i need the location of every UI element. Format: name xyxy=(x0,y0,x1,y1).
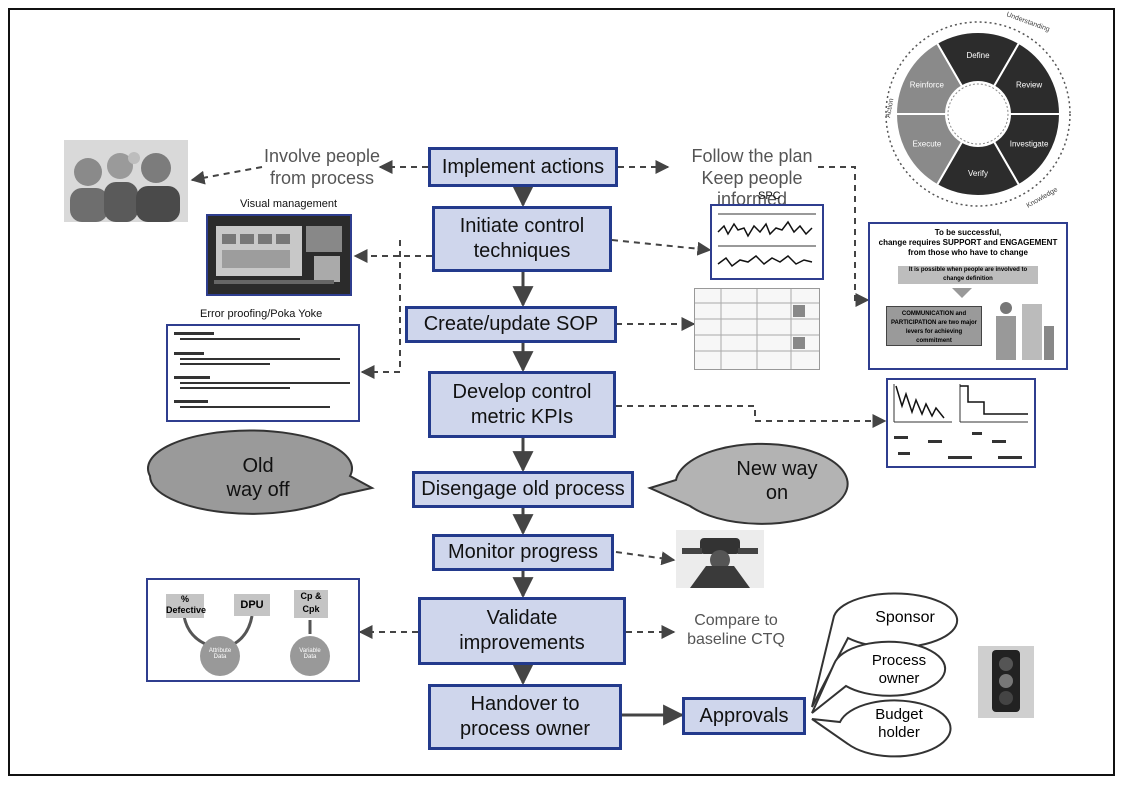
sop-document-image xyxy=(694,288,820,370)
change-slide-box2: COMMUNICATION and PARTICIPATION are two … xyxy=(886,306,982,346)
dash-error-proof xyxy=(360,240,401,379)
approver-budget-holder: Budget holder xyxy=(875,706,923,741)
measure-attribute-data: Attribute Data xyxy=(208,648,232,660)
label-follow-plan: Follow the plan Keep people informed xyxy=(691,146,813,210)
change-slide: To be successful, change requires SUPPOR… xyxy=(868,222,1068,370)
step-disengage-old: Disengage old process xyxy=(412,471,634,508)
traffic-light-photo xyxy=(978,646,1034,718)
change-slide-title: To be successful, change requires SUPPOR… xyxy=(878,228,1058,257)
step-develop-kpis: Develop control metric KPIs xyxy=(428,371,616,438)
step-validate-improvements: Validate improvements xyxy=(418,597,626,665)
binoculars-photo xyxy=(676,530,764,588)
approver-process-owner: Process owner xyxy=(871,652,927,687)
dash-spc xyxy=(611,239,712,256)
diagram-frame xyxy=(8,8,1115,776)
label-compare-baseline: Compare to baseline CTQ xyxy=(687,612,785,649)
approver-sponsor: Sponsor xyxy=(875,609,935,626)
step-handover: Handover to process owner xyxy=(428,684,622,750)
dash-monitor xyxy=(615,551,676,566)
change-slide-illustration xyxy=(996,302,1054,360)
step-create-sop: Create/update SOP xyxy=(405,306,617,343)
label-error-proofing: Error proofing/Poka Yoke xyxy=(200,308,323,320)
callout-old-way-text: Old way off xyxy=(226,455,290,501)
label-visual-management: Visual management xyxy=(240,198,338,210)
step-monitor-progress: Monitor progress xyxy=(432,534,614,571)
spc-chart-image xyxy=(710,204,824,280)
step-implement-actions: Implement actions xyxy=(428,147,618,187)
cycle-outer-ring xyxy=(885,21,1071,207)
step-approvals: Approvals xyxy=(682,697,806,735)
change-slide-arrow xyxy=(952,288,972,298)
dash-photo xyxy=(190,166,263,185)
measure-defectives: % Defective xyxy=(166,594,206,618)
team-photo xyxy=(64,140,188,222)
measures-box: % Defective DPU Cp & Cpk Attribute Data … xyxy=(146,578,360,682)
cycle-center xyxy=(947,83,1009,145)
change-slide-box1: It is possible when people are involved … xyxy=(898,266,1038,284)
step-initiate-control: Initiate control techniques xyxy=(432,206,612,272)
cycle-label-investigate: Investigate xyxy=(1010,140,1049,149)
cycle-label-execute: Execute xyxy=(912,140,941,149)
cycle-outer-label-action: Action xyxy=(885,98,895,118)
callout-new-way-text: New way on xyxy=(736,458,818,504)
dash-follow-to-change xyxy=(818,166,870,307)
cycle-label-reinforce: Reinforce xyxy=(910,81,945,90)
measure-variable-data: Variable Data xyxy=(299,648,321,660)
cycle-outer-label-knowledge: Knowledge xyxy=(1026,186,1060,209)
measures-connectors xyxy=(182,615,330,676)
visual-management-image xyxy=(206,214,352,296)
cycle-label-review: Review xyxy=(1016,81,1042,90)
label-spc: SPC xyxy=(758,190,781,202)
cycle-label-verify: Verify xyxy=(968,169,988,178)
measure-dpu: DPU xyxy=(234,594,270,616)
measure-cpk: Cp & Cpk xyxy=(294,590,328,618)
error-proofing-image xyxy=(166,324,360,422)
label-involve-people: Involve people from process xyxy=(263,146,381,188)
cycle-label-define: Define xyxy=(966,51,990,60)
kpi-chart-image xyxy=(886,378,1036,468)
cycle-segment-reinforce xyxy=(894,41,964,115)
dash-kpi xyxy=(616,405,887,428)
cycle-outer-label-understanding: Understanding xyxy=(1005,11,1050,33)
